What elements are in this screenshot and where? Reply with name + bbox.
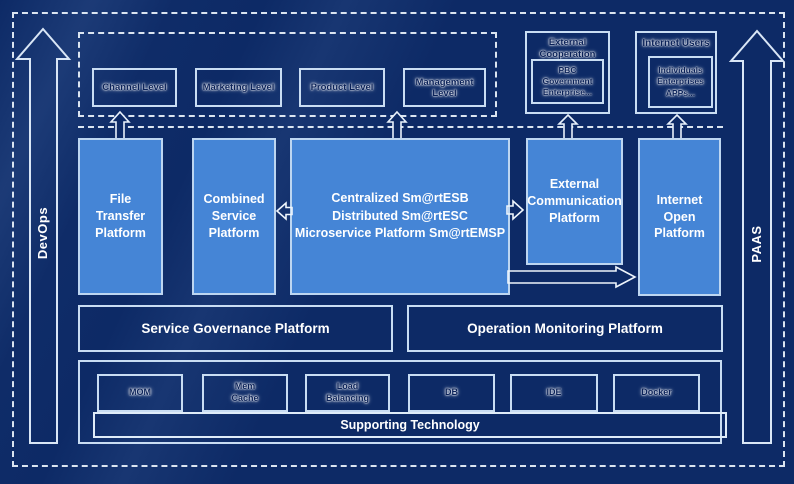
esb-platform-label: Centralized Sm@rtESB Distributed Sm@rtES…: [294, 191, 506, 241]
service-governance-platform-label: Service Governance Platform: [141, 321, 330, 336]
devops-up-arrow-icon: [14, 27, 72, 444]
internet-open-platform-label: Internet Open Platform: [654, 192, 705, 241]
levels-dashed-frame: [78, 32, 497, 117]
up-arrow-icon: [666, 113, 688, 140]
paas-up-arrow-icon: [728, 29, 786, 444]
external-communication-platform-label: External Communication Platform: [527, 177, 622, 225]
supporting-technology-container: [78, 360, 722, 444]
channel-level-box: Channel Level: [92, 68, 177, 107]
external-cooperation-box: External Cooperation: [525, 31, 610, 114]
channel-level-label: Channel Level: [102, 82, 167, 93]
esb-platform-box: Centralized Sm@rtESB Distributed Sm@rtES…: [290, 138, 510, 295]
docker-box: Docker: [613, 374, 700, 412]
db-label: DB: [445, 387, 458, 398]
devops-label: DevOps: [35, 206, 50, 260]
right-arrow-icon: [506, 199, 525, 221]
left-arrow-icon: [275, 201, 293, 221]
marketing-level-label: Marketing Level: [202, 82, 275, 93]
external-cooperation-members: PBC Government Enterprise...: [542, 64, 593, 98]
up-arrow-icon: [557, 113, 579, 140]
management-level-label: Management Level: [415, 76, 474, 99]
docker-label: Docker: [641, 387, 672, 398]
product-level-box: Product Level: [299, 68, 385, 107]
internet-users-box: Internet Users: [635, 31, 717, 114]
internet-users-title: Internet Users: [642, 38, 710, 49]
mom-label: MOM: [129, 387, 151, 398]
load-balancing-box: Load Balancing: [305, 374, 390, 412]
combined-service-platform-box: Combined Service Platform: [192, 138, 276, 295]
operation-monitoring-platform-label: Operation Monitoring Platform: [467, 321, 663, 336]
load-balancing-label: Load Balancing: [325, 381, 369, 403]
file-transfer-platform-box: File Transfer Platform: [78, 138, 163, 295]
service-governance-platform-box: Service Governance Platform: [78, 305, 393, 352]
up-arrow-icon: [386, 110, 408, 140]
up-arrow-icon: [109, 110, 131, 140]
internet-users-members-box: Individuals Enterprises APPs...: [648, 56, 713, 108]
mom-box: MOM: [97, 374, 183, 412]
internet-users-members: Individuals Enterprises APPs...: [657, 65, 704, 98]
operation-monitoring-platform-box: Operation Monitoring Platform: [407, 305, 723, 352]
ide-label: IDE: [546, 387, 562, 398]
supporting-technology-bar: Supporting Technology: [93, 412, 727, 438]
ide-box: IDE: [510, 374, 598, 412]
paas-label: PAAS: [749, 225, 764, 263]
management-level-box: Management Level: [403, 68, 486, 107]
external-cooperation-title: External Cooperation: [539, 37, 596, 60]
mem-cache-label: Mem Cache: [231, 381, 259, 403]
product-level-label: Product Level: [310, 82, 374, 93]
combined-service-platform-label: Combined Service Platform: [203, 192, 265, 240]
db-box: DB: [408, 374, 495, 412]
long-right-arrow-icon: [507, 265, 637, 289]
external-cooperation-members-box: PBC Government Enterprise...: [531, 59, 604, 104]
file-transfer-platform-label: File Transfer Platform: [95, 192, 146, 240]
external-communication-platform-box: External Communication Platform: [526, 138, 623, 265]
supporting-technology-label: Supporting Technology: [340, 418, 480, 432]
internet-open-platform-box: Internet Open Platform: [638, 138, 721, 296]
marketing-level-box: Marketing Level: [195, 68, 282, 107]
outer-dashed-frame: [12, 12, 785, 467]
mem-cache-box: Mem Cache: [202, 374, 288, 412]
